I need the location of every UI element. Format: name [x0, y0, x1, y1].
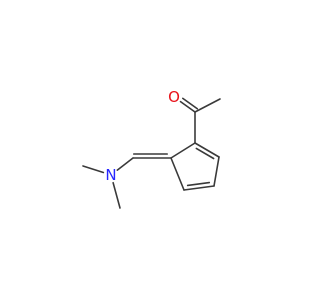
molecule-diagram: O N: [82, 88, 221, 209]
bond-c7-n1: [116, 157, 134, 171]
bond-c2-ch3: [194, 98, 221, 113]
bond-c4-c3-second: [186, 181, 211, 187]
bond-n1-nme1: [82, 165, 105, 174]
bond-c2-o1-second: [182, 97, 199, 110]
bond-c1-c5: [194, 142, 220, 158]
bond-n1-nme2: [112, 181, 121, 209]
bond-c1-c5-second: [195, 147, 215, 160]
bond-c2-o1: [179, 100, 196, 113]
bond-c5-c4: [213, 156, 220, 187]
bond-c6-c1: [170, 142, 196, 159]
bond-c3-c6: [170, 157, 185, 191]
bond-c4-c3: [183, 185, 215, 191]
bonds-layer: [82, 97, 221, 209]
atoms-layer: O N: [105, 88, 180, 184]
atom-label-nitrogen: N: [105, 166, 116, 184]
atom-label-oxygen: O: [168, 88, 180, 106]
